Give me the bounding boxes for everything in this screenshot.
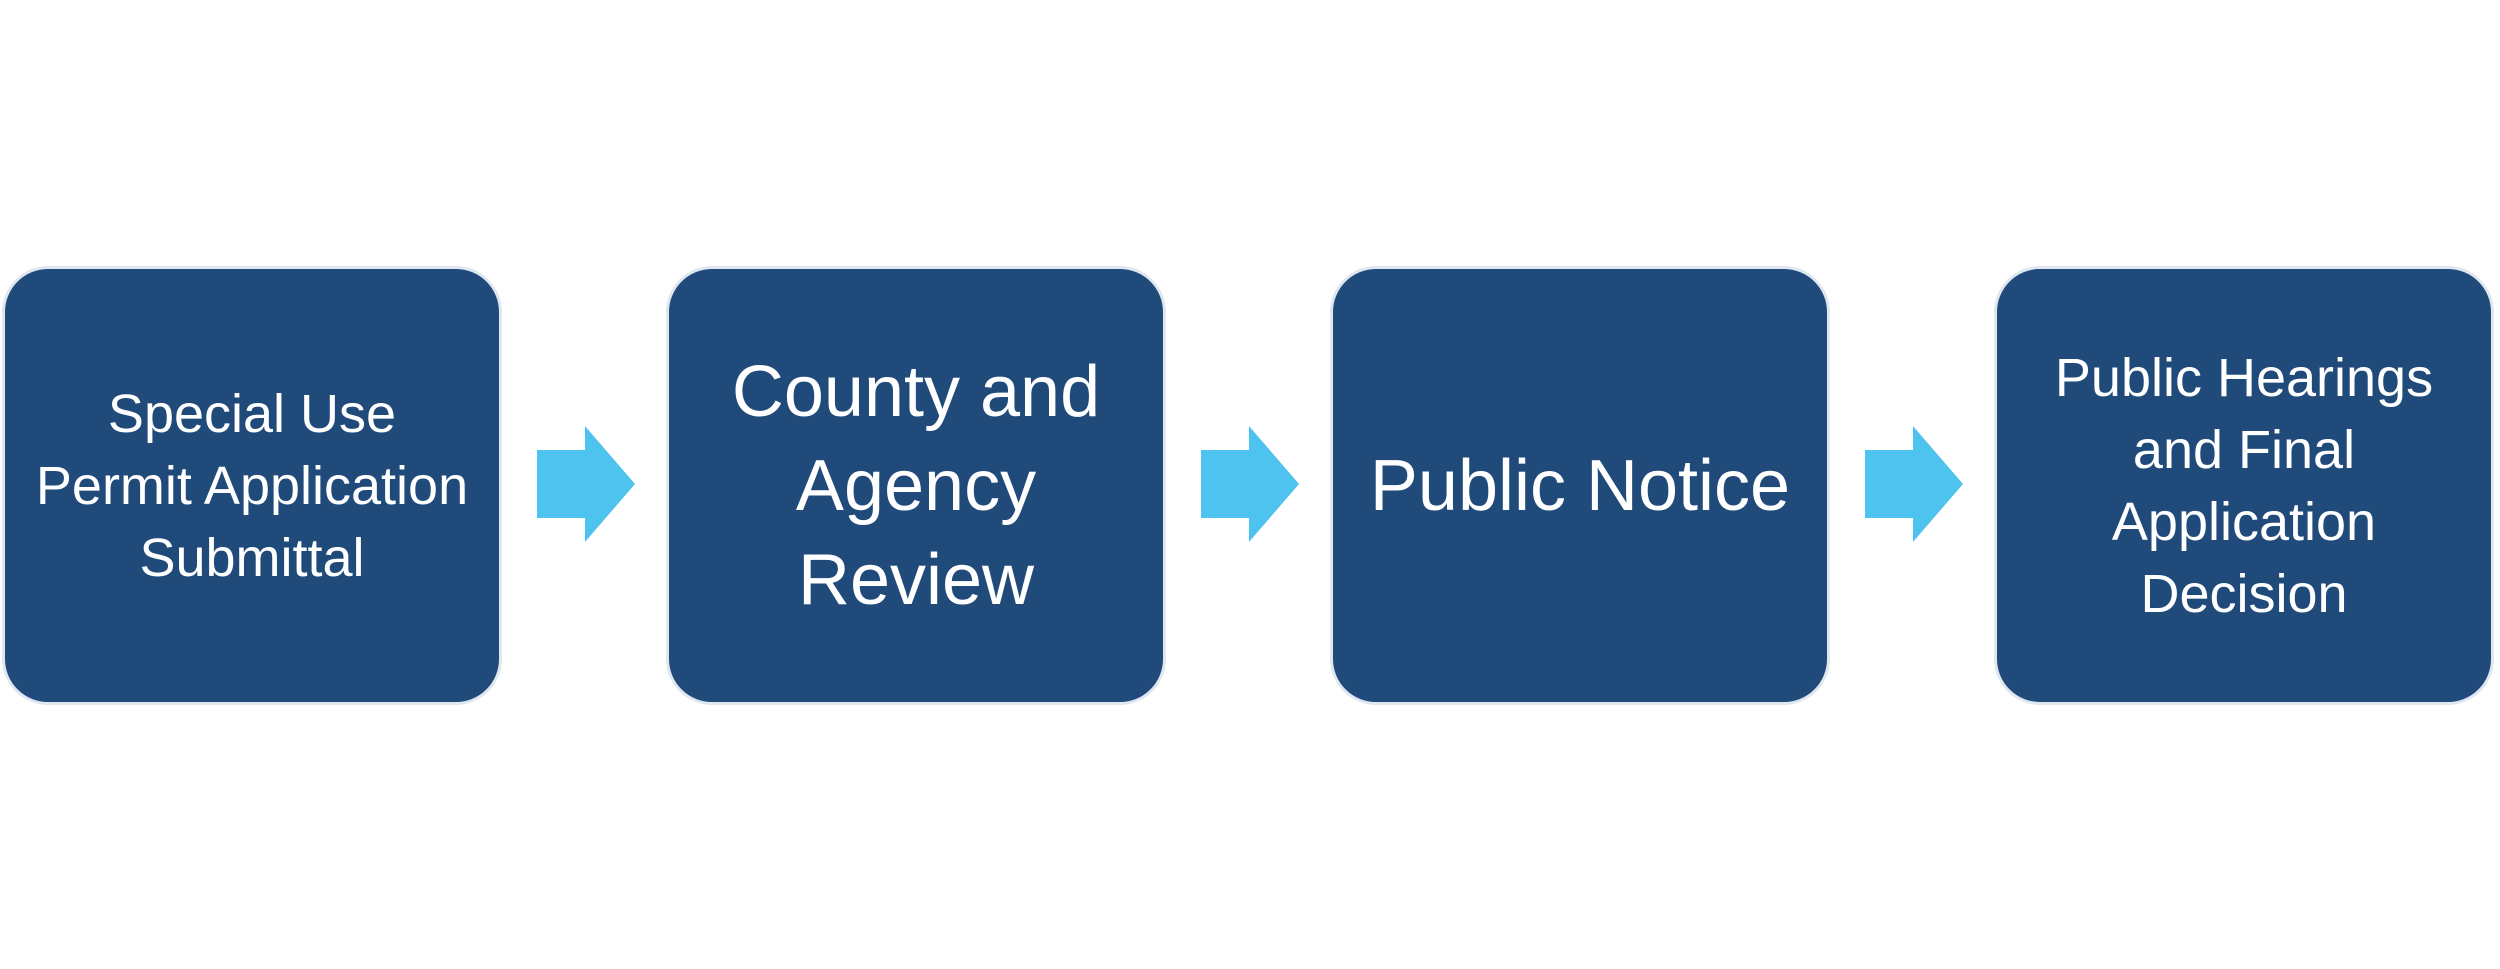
step-box-county-agency-review: County and Agency Review — [666, 266, 1166, 705]
step-label: Public Notice — [1369, 445, 1791, 526]
step-label: Special Use Permit Application Submittal — [35, 383, 469, 588]
right-arrow-icon — [1201, 426, 1299, 542]
right-arrow-icon — [1865, 426, 1963, 542]
step-box-public-hearings-decision: Public Hearings and Final Application De… — [1994, 266, 2494, 705]
right-arrow-icon — [537, 426, 635, 542]
step-box-application-submittal: Special Use Permit Application Submittal — [2, 266, 502, 705]
step-label: County and Agency Review — [731, 351, 1101, 620]
step-box-public-notice: Public Notice — [1330, 266, 1830, 705]
step-label: Public Hearings and Final Application De… — [2054, 347, 2434, 624]
